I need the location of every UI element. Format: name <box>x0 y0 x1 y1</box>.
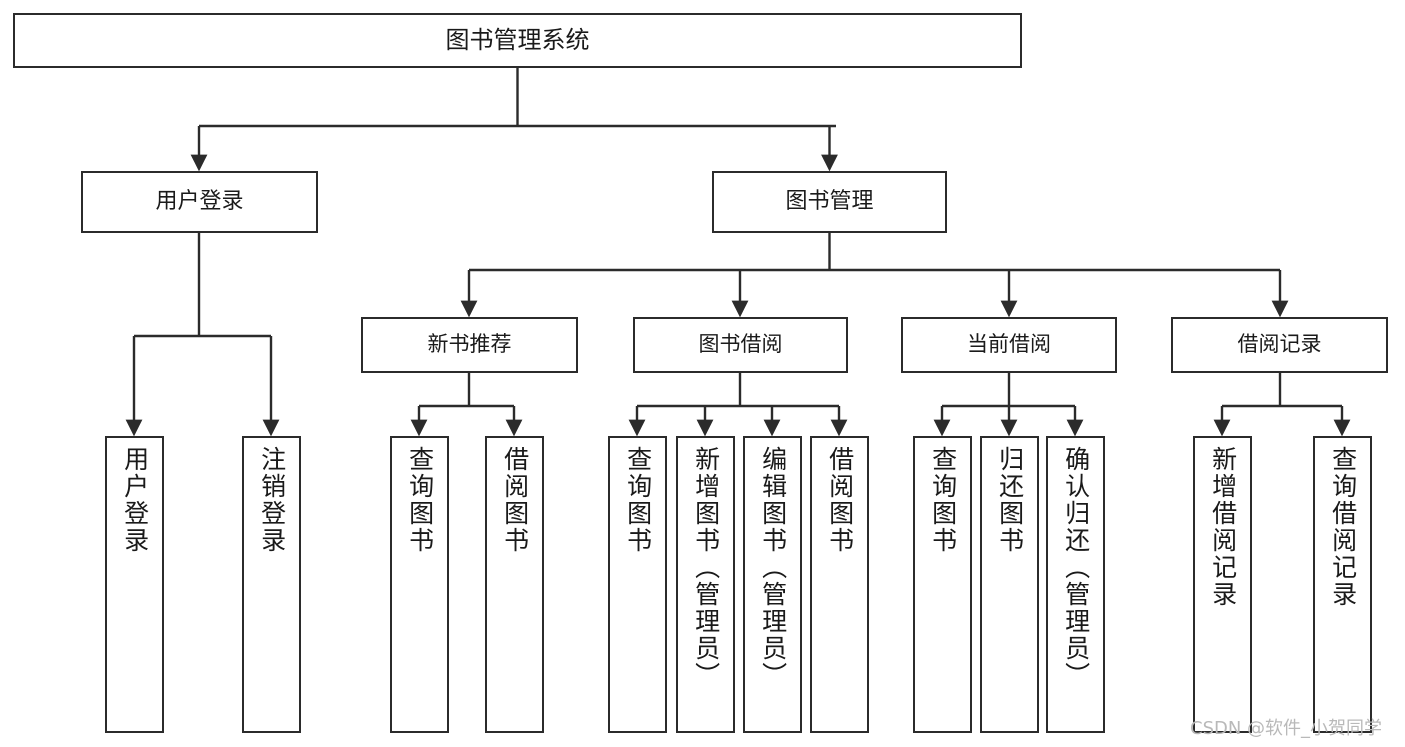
node-label: 新增图书（管理员） <box>691 446 721 689</box>
node-label: 编辑图书（管理员） <box>758 446 788 689</box>
node-label: 查询借阅记录 <box>1328 446 1358 608</box>
node-label: 当前借阅 <box>967 332 1051 357</box>
node-label: 图书管理系统 <box>445 26 590 55</box>
node-label: 查询图书 <box>928 446 958 554</box>
csdn-watermark: CSDN @软件_小贺同学 <box>1190 718 1383 739</box>
leaf-record-query-record[interactable]: 查询借阅记录 <box>1313 436 1372 733</box>
node-book-management[interactable]: 图书管理 <box>712 171 947 233</box>
leaf-user-login-login[interactable]: 用户登录 <box>105 436 164 733</box>
node-label: 借阅记录 <box>1237 332 1322 357</box>
node-new-book-recommend[interactable]: 新书推荐 <box>361 317 578 373</box>
node-label: 查询图书 <box>405 446 435 554</box>
node-label: 注销登录 <box>257 446 287 554</box>
node-label: 查询图书 <box>623 446 653 554</box>
node-label: 借阅图书 <box>825 446 855 554</box>
node-borrow-record[interactable]: 借阅记录 <box>1171 317 1388 373</box>
node-label: 用户登录 <box>155 188 244 214</box>
leaf-current-return-book[interactable]: 归还图书 <box>980 436 1039 733</box>
leaf-current-confirm-return-admin[interactable]: 确认归还（管理员） <box>1046 436 1105 733</box>
node-label: 新增借阅记录 <box>1208 446 1238 608</box>
node-label: 归还图书 <box>995 446 1025 554</box>
leaf-borrow-query-book[interactable]: 查询图书 <box>608 436 667 733</box>
node-root-system[interactable]: 图书管理系统 <box>13 13 1022 68</box>
node-label: 图书管理 <box>785 188 874 214</box>
node-label: 新书推荐 <box>427 332 512 357</box>
leaf-user-login-logout[interactable]: 注销登录 <box>242 436 301 733</box>
leaf-current-query-book[interactable]: 查询图书 <box>913 436 972 733</box>
leaf-borrow-edit-book-admin[interactable]: 编辑图书（管理员） <box>743 436 802 733</box>
leaf-borrow-borrow-book[interactable]: 借阅图书 <box>810 436 869 733</box>
node-label: 借阅图书 <box>500 446 530 554</box>
leaf-recommend-borrow-book[interactable]: 借阅图书 <box>485 436 544 733</box>
node-label: 确认归还（管理员） <box>1061 446 1091 689</box>
leaf-borrow-add-book-admin[interactable]: 新增图书（管理员） <box>676 436 735 733</box>
node-label: 用户登录 <box>120 446 150 554</box>
node-current-borrow[interactable]: 当前借阅 <box>901 317 1117 373</box>
node-book-borrow[interactable]: 图书借阅 <box>633 317 848 373</box>
leaf-recommend-query-book[interactable]: 查询图书 <box>390 436 449 733</box>
node-user-login[interactable]: 用户登录 <box>81 171 318 233</box>
leaf-record-add-record[interactable]: 新增借阅记录 <box>1193 436 1252 733</box>
node-label: 图书借阅 <box>698 332 783 357</box>
